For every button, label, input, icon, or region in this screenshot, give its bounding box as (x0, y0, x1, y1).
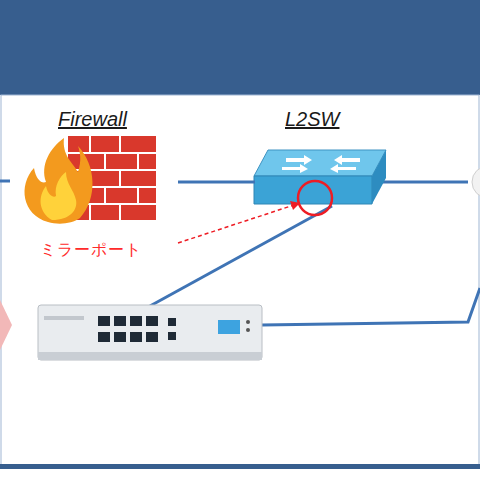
device-node: Firewall (20, 108, 178, 223)
switch-icon (254, 150, 386, 204)
firewall-icon (25, 136, 156, 224)
leader-arrowhead (290, 201, 300, 210)
wire (262, 288, 480, 325)
wire (150, 206, 332, 306)
appliance-icon (38, 305, 262, 360)
leader-line (178, 205, 294, 243)
device-node: L2SW (255, 108, 380, 208)
footer-line (0, 464, 480, 469)
device-icon (472, 166, 480, 198)
note-label: ミラーポート (40, 240, 142, 261)
device-label: Firewall (20, 108, 178, 131)
pink-arrow (0, 300, 12, 350)
wire (380, 181, 468, 184)
device-label: L2SW (255, 108, 380, 131)
frame (1, 95, 479, 467)
mirror-port-marker (298, 181, 332, 215)
wire (0, 180, 10, 183)
header-band (0, 0, 480, 95)
network-link (178, 182, 255, 183)
